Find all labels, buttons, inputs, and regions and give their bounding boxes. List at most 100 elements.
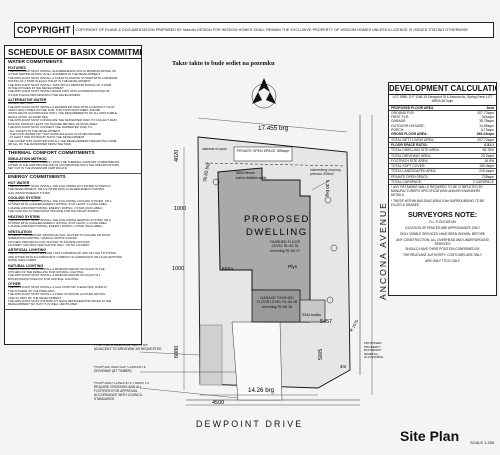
basix-line: GAS INSTANTANEOUS 5 STAR. — [8, 191, 51, 195]
surveyor-line: THE RELEVANT AUTHORITY. CONTOURS ARE ONL… — [402, 253, 483, 258]
shrub — [212, 178, 220, 186]
leader-nakresleny — [311, 179, 331, 191]
basix-section-head: THERMAL COMFORT COMMITMENTS — [8, 150, 95, 156]
pos-label: PRIVATE OPEN SPACE 265sqm — [236, 149, 290, 153]
basix-sub-head: HEATING SYSTEM — [8, 214, 40, 219]
basix-line: THE APPLICANT MUST INSTALL A TOILET FLUS… — [8, 76, 118, 80]
surveyor-line: ANY CONSTRUCTION, ALL OVERHEAD AND UNDER… — [396, 237, 489, 246]
dev-floor-row: GROUND FLR:207.72sqm — [389, 111, 496, 115]
dev-total-row: TOTAL LANDSCAPED AREA:215.4sqm — [389, 169, 496, 175]
maly-fo: nakreslit mi pôdu — [202, 148, 227, 151]
site-plan-title: Site Plan — [400, 428, 460, 444]
dev-floor-row: PORCH:6.73sqm — [389, 128, 496, 132]
basix-line: - ALL TOILETS IN THE DEVELOPMENT — [8, 129, 61, 133]
dev-floor-row: OUTDOOR LEISURE: 14.89sqm — [389, 124, 496, 128]
label-fence: 5000 fence — [236, 171, 255, 175]
dim-top: 17.455 brg — [258, 125, 289, 132]
surveyor-line: SHOULD HAVE THEIR POSITION CONFIRMED BY — [405, 247, 480, 252]
basix-line: 3 STAR (WATER RATING) IN ALL SHOWERS IN … — [8, 73, 101, 77]
dev-header-row: PROPOSED FLOOR AREA Area — [389, 106, 496, 111]
basix-line: 1-PHASE AIRCONDITIONING; ENERGY RATING: … — [8, 225, 103, 229]
surveyor-line: ARE ONLY TITLE ONLY — [425, 259, 460, 264]
basix-line: THE KITCHEN OF THE DWELLING. — [8, 289, 56, 293]
dev-row-value: 35.78sqm — [479, 119, 494, 124]
basix-line: OR ALL OF THE RAINWATER FROM THE TANK. — [8, 143, 73, 147]
development-calculations: DEVELOPMENT CALCULATIONS LOT 5559, D.P 1… — [388, 82, 497, 296]
landscape-strip — [199, 324, 223, 386]
pos-label-fo: PRIVATE OPEN SPACE 265sqm — [236, 149, 290, 153]
dev-total-value: 215.4sqm — [479, 169, 494, 174]
dim-line-top — [197, 117, 348, 133]
leader-landscape — [139, 351, 201, 356]
street-label: DEWPOINT DRIVE — [196, 419, 304, 429]
north-arrow — [251, 78, 277, 109]
basix-line: THE DEVELOPMENT, OR A SYSTEM WITH A HIGH… — [8, 188, 106, 192]
basix-line: - THE COLD WATER TAP THAT SUPPLIES EACH … — [8, 132, 101, 136]
dev-row-label: FIRST FLR: — [391, 115, 410, 120]
basix-line: BATHROOM(S)/TOILET(S) FOR NATURAL LIGHTI… — [8, 277, 80, 281]
basix-line: THE APPLICANT MUST INSTALL THE FOLLOWING… — [8, 184, 111, 188]
basix-line: RUNOFF FROM AT LEAST 150 SQUARE METRES O… — [8, 122, 99, 126]
label-ffl: FINISHED FLOOR LEVEL RL:69.78 benching R… — [269, 240, 301, 253]
basix-line: LAUNDRY: NATURAL VENTILATION ONLY, OR NO… — [8, 244, 90, 248]
dev-total-label: PRIVATE OPEN SPACE: — [391, 174, 429, 179]
label-fence-sub: sub to dividers walls — [236, 176, 267, 180]
dev-note: * THESE WITHIN BUILDING AREA 0.5m SURROU… — [391, 199, 485, 207]
dev-row-label: GROUND FLR: — [391, 110, 415, 115]
basix-line: THE APPLICANT MUST INSTALL A RAINWATER T… — [8, 105, 115, 109]
basix-line: THE COVER THIS CHAPTER FOR ALL THE DEVEL… — [8, 139, 117, 143]
basix-line: THE APPLICANT MUST CONSTRUCT EACH REFRIG… — [8, 299, 112, 303]
basix-line: THE APPLICANT MUST INSTALL THE FOLLOWING… — [8, 199, 112, 203]
label-nakresleny: nakresleny ovorovy priestor 205m2 — [310, 168, 341, 177]
basix-title: SCHEDULE OF BASIX COMMITMENTS — [5, 46, 141, 59]
basix-line: THE COOLING SYSTEM MUST PROVIDE FOR DAY/… — [8, 210, 100, 214]
concrete-fo: PROPOSED CONCRETE FINISH TO REQUIRE CROS… — [94, 382, 149, 401]
avenue-label: ANCONA AVENUE — [378, 201, 388, 300]
dev-total-label: TOTAL DRIVEWAY AREA: — [391, 153, 432, 158]
basix-line: SET OUT IN THE ASSESSOR CERTIFICATE. — [8, 167, 68, 171]
basix-sub-head: COOLING SYSTEM — [8, 195, 41, 200]
basix-line: LINE AS PART OF THE DEVELOPMENT. — [8, 296, 62, 300]
dev-total-value: 165.4sqm — [479, 164, 494, 169]
basix-line: THE APPLICANT MUST INSTALL A FIXED OUTDO… — [8, 293, 106, 297]
basix-line: 1-PHASE AIRCONDITIONING; ENERGY RATING: … — [8, 206, 103, 210]
dev-header-value: Area — [486, 105, 494, 110]
dev-total-row: TOTAL CARSPACE: 2 CARSPACE — [389, 180, 496, 186]
dim-bottom-4500: 4500 — [212, 400, 224, 406]
dev-total-row: FOOTPATH SITE AREA:16.8% — [389, 159, 496, 165]
basix-sub-head: OTHER — [8, 282, 21, 287]
dim-right-5005: 5005 — [318, 349, 324, 360]
basix-line: INSTALLED IN ACCORDANCE WITH, THE REQUIR… — [8, 112, 117, 116]
surveyor-line: ONLY VISIBLE SERVICES HAVE BEEN SHOWN. B… — [399, 231, 486, 236]
dev-total-value: 2 CARSPACE — [472, 180, 494, 185]
dev-total-label: TOTAL CARSPACE: — [391, 180, 422, 185]
driveway-fo: PROPOSE NON SLIP CONCRETE DRIVEWAY (B7 T… — [94, 366, 146, 373]
dev-note: * ANY RETAINING WALLS REQUIRED TO BE COM… — [391, 185, 483, 198]
dev-address: LOT 5559, D.P 1166 15 Dewpoint St & Anco… — [389, 95, 496, 106]
dev-floor-row: GARAGE:35.78sqm — [389, 119, 496, 123]
basix-line: SYSTEM WITH A HIGHER ENERGY RATING, IN A… — [8, 203, 108, 207]
basix-line: THE APPLICANT MUST ENSURE THAT A MINIMUM… — [8, 252, 116, 256]
pos-box — [233, 146, 293, 162]
basix-line: THE APPLICANT MUST INSTALL A WINDOW AND/… — [8, 267, 105, 271]
label-gfl: GARAGE FINISHED FLOOR LEVEL RL:69.48 ben… — [256, 296, 298, 309]
scale-label: SCALE 1:200 — [470, 440, 495, 445]
right-small-fo: PROPOSED PROPERTY BOUNDARY N(METAL) ALLO… — [364, 342, 383, 359]
dev-total-row: TOTAL DWELLING SITE AREA:56.78% — [389, 148, 496, 154]
dev-row-label: OUTDOOR LEISURE: — [391, 123, 425, 128]
dev-total-row: TOTAL DRIVEWAY AREA:23.2sqm — [389, 154, 496, 159]
basix-line: THE APPLICANT MUST INSTALL TAPS WITH A M… — [8, 83, 112, 87]
dev-floor-row: FIRST FLR:N/Asqm — [389, 115, 496, 119]
dev-title: DEVELOPMENT CALCULATIONS — [389, 84, 496, 95]
dev-row-label: PORCH: — [391, 128, 405, 133]
basix-line: DIODE (LED) LAMPS. — [8, 259, 37, 263]
copyright-title: COPYRIGHT — [15, 25, 74, 35]
basix-line: THE APPLICANT MUST INSTALL THE FOLLOWING… — [8, 218, 111, 222]
dev-row-value: 14.89sqm — [479, 123, 494, 128]
dev-total-label: TOTAL SOFT COVER: — [391, 164, 426, 169]
